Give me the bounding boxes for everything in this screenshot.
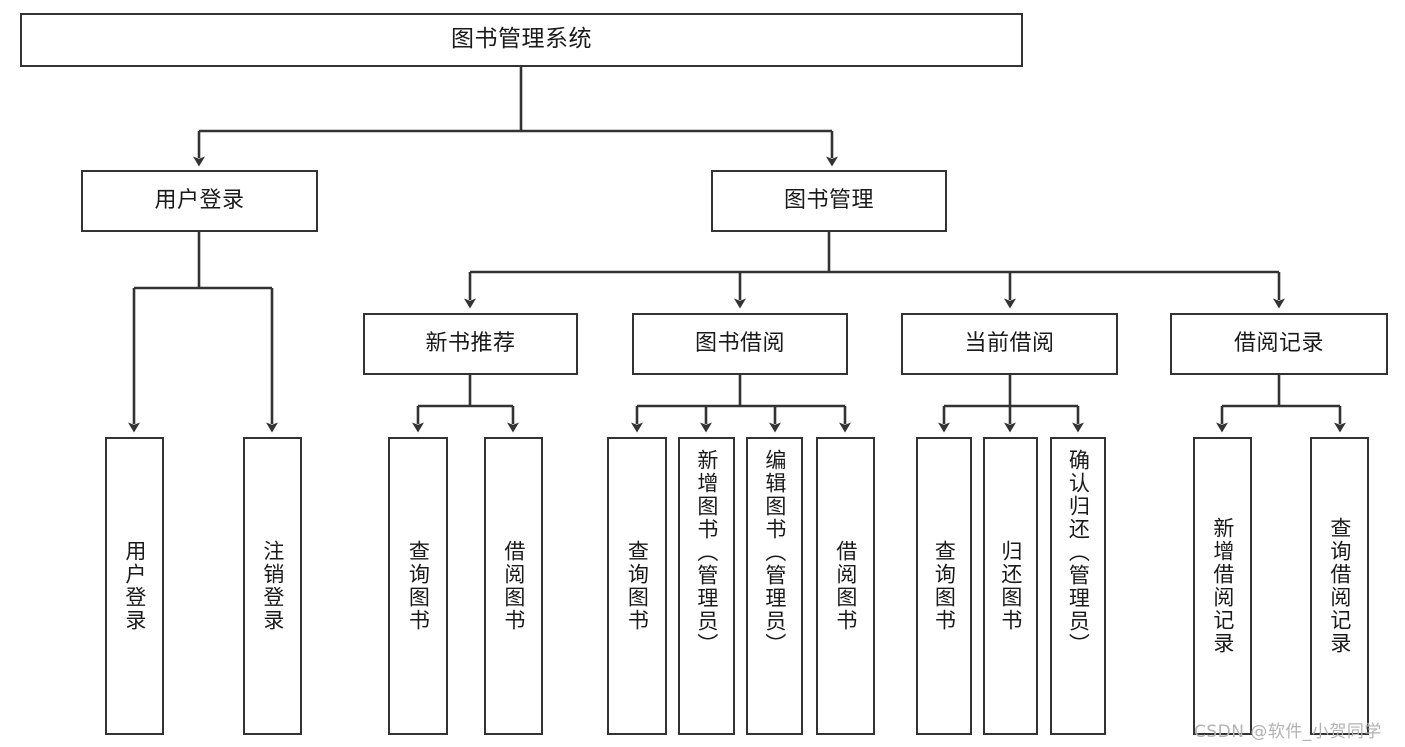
node-label: 归还图书 — [998, 540, 1023, 632]
node-label: 图书管理系统 — [451, 26, 592, 53]
node-borrow-records[interactable]: 借阅记录 — [1170, 313, 1388, 375]
node-label: 借阅图书 — [833, 540, 858, 632]
leaf-book-borrow-add-book-admin[interactable]: 新增图书（管理员） — [678, 437, 735, 735]
leaf-user-login-logout[interactable]: 注销登录 — [243, 437, 302, 735]
node-label: 用户登录 — [122, 540, 147, 632]
leaf-book-borrow-edit-book-admin[interactable]: 编辑图书（管理员） — [746, 437, 803, 735]
leaf-current-borrow-return-books[interactable]: 归还图书 — [983, 437, 1038, 735]
leaf-book-borrow-query-books[interactable]: 查询图书 — [607, 437, 667, 735]
node-label: 图书借阅 — [694, 331, 785, 357]
node-label: 新书推荐 — [425, 331, 516, 357]
node-label: 新增图书（管理员） — [694, 449, 719, 656]
node-root-book-management-system[interactable]: 图书管理系统 — [20, 13, 1023, 67]
node-new-book-recommend[interactable]: 新书推荐 — [363, 313, 578, 375]
node-label: 当前借阅 — [964, 331, 1055, 357]
csdn-watermark: CSDN @软件_小贺同学 — [1194, 722, 1382, 742]
leaf-current-borrow-query-books[interactable]: 查询图书 — [916, 437, 972, 735]
node-label: 查询图书 — [625, 540, 650, 632]
node-label: 查询借阅记录 — [1327, 517, 1352, 655]
node-label: 注销登录 — [260, 540, 285, 632]
leaf-new-book-query-books[interactable]: 查询图书 — [388, 437, 448, 735]
leaf-borrow-records-add-record[interactable]: 新增借阅记录 — [1193, 437, 1252, 735]
node-label: 编辑图书（管理员） — [762, 449, 787, 656]
node-label: 借阅记录 — [1233, 331, 1324, 357]
node-label: 图书管理 — [783, 188, 874, 214]
node-label: 查询图书 — [932, 540, 957, 632]
node-book-management[interactable]: 图书管理 — [711, 170, 947, 232]
leaf-book-borrow-borrow-books[interactable]: 借阅图书 — [816, 437, 875, 735]
leaf-current-borrow-confirm-return-admin[interactable]: 确认归还（管理员） — [1050, 437, 1106, 735]
node-label: 确认归还（管理员） — [1066, 449, 1091, 656]
node-book-borrow[interactable]: 图书借阅 — [632, 313, 848, 375]
node-label: 查询图书 — [406, 540, 431, 632]
leaf-new-book-borrow-books[interactable]: 借阅图书 — [484, 437, 543, 735]
leaf-borrow-records-query-record[interactable]: 查询借阅记录 — [1310, 437, 1369, 735]
node-user-login[interactable]: 用户登录 — [81, 170, 318, 232]
node-current-borrow[interactable]: 当前借阅 — [901, 313, 1118, 375]
node-label: 借阅图书 — [501, 540, 526, 632]
node-label: 用户登录 — [154, 188, 245, 214]
leaf-user-login-login[interactable]: 用户登录 — [105, 437, 164, 735]
node-label: 新增借阅记录 — [1210, 517, 1235, 655]
